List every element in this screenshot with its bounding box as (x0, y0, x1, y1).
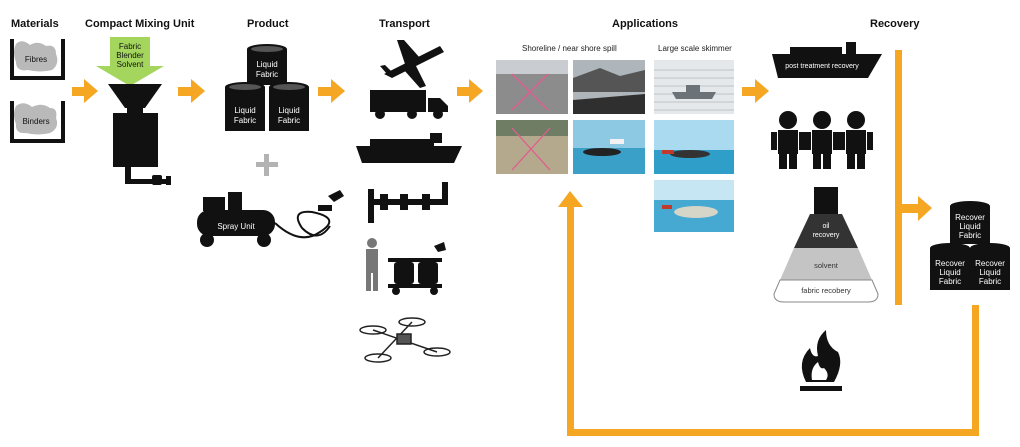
label-drum-top-line2: Fabric (256, 70, 278, 79)
photo-skimmer-2 (654, 120, 734, 174)
label-flask-fabric: fabric recobery (801, 286, 851, 295)
photo-shoreline-4 (573, 120, 645, 174)
label-drum-right-line2: Fabric (278, 116, 300, 125)
hazmat-workers-icon (771, 111, 873, 169)
label-mix-blender: Blender (116, 51, 144, 60)
label-rdrum-left-3: Fabric (939, 277, 961, 286)
header-product: Product (247, 18, 289, 30)
header-materials: Materials (11, 18, 59, 30)
label-rdrum-top-2: Liquid (959, 222, 980, 231)
photo-skimmer-1 (654, 60, 734, 114)
label-rdrum-top-3: Fabric (959, 231, 981, 240)
label-rdrum-left-2: Liquid (939, 268, 960, 277)
mixing-unit (96, 37, 171, 185)
label-post-treatment-recovery: post treatment recovery (785, 63, 859, 70)
label-rdrum-left-1: Recover (935, 259, 965, 268)
product-drums (225, 44, 309, 131)
photo-shoreline-1 (496, 60, 568, 114)
label-flask-oil: oil (822, 223, 829, 230)
flame-icon (800, 330, 842, 391)
flow-arrow-5 (742, 79, 769, 103)
header-applications: Applications (612, 18, 679, 30)
label-drum-right-line1: Liquid (278, 106, 299, 115)
drone-icon (359, 317, 451, 363)
flow-arrow-2 (178, 79, 205, 103)
label-mix-solvent: Solvent (117, 60, 144, 69)
recovered-drums (930, 201, 1010, 290)
label-drum-left-line2: Fabric (234, 116, 256, 125)
truck-icon (370, 90, 448, 119)
flow-arrow-1 (72, 79, 98, 103)
label-fibres: Fibres (25, 55, 47, 64)
label-skimmer: Large scale skimmer (658, 44, 732, 53)
label-rdrum-right-1: Recover (975, 259, 1005, 268)
fibres-bin (10, 39, 65, 80)
flow-arrow-3 (318, 79, 345, 103)
photo-shoreline-2 (573, 60, 645, 114)
flow-arrow-4 (457, 79, 483, 103)
label-rdrum-top-1: Recover (955, 213, 985, 222)
label-flask-solvent: solvent (814, 261, 839, 270)
recovery-vertical-arrow (895, 50, 932, 305)
separation-flask-icon (773, 187, 879, 303)
photo-shoreline-3 (496, 120, 568, 174)
photo-skimmer-3 (654, 180, 734, 232)
label-rdrum-right-2: Liquid (979, 268, 1000, 277)
airplane-icon (380, 40, 444, 88)
header-mixing-unit: Compact Mixing Unit (85, 18, 195, 30)
label-binders: Binders (22, 117, 49, 126)
label-drum-top-line1: Liquid (256, 60, 277, 69)
label-shoreline: Shoreline / near shore spill (522, 44, 617, 53)
plus-sign (256, 154, 278, 176)
label-mix-fabric: Fabric (119, 42, 141, 51)
spray-cart-icon (366, 238, 446, 295)
recovery-loop-arrow (558, 191, 979, 436)
ship-icon (356, 133, 462, 163)
header-transport: Transport (379, 18, 430, 30)
spray-unit-icon (197, 190, 344, 247)
label-drum-left-line1: Liquid (234, 106, 255, 115)
pipeline-icon (368, 182, 448, 223)
header-recovery: Recovery (870, 18, 920, 30)
label-spray-unit: Spray Unit (217, 222, 255, 231)
binders-bin (10, 101, 65, 143)
label-rdrum-right-3: Fabric (979, 277, 1001, 286)
recovery-ship-icon (772, 42, 882, 78)
label-flask-recovery: recovery (813, 232, 840, 239)
